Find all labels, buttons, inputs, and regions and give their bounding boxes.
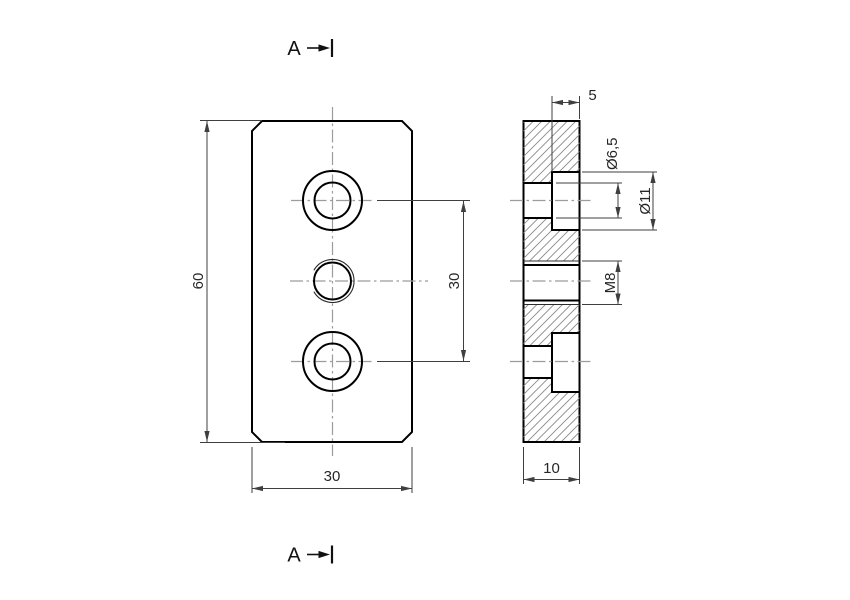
dimension-through-hole-dia: Ø6,5 (556, 137, 622, 219)
dimension-text-counterbore-depth: 5 (588, 87, 596, 104)
dimension-text-thickness: 10 (543, 460, 560, 477)
bottom-counterbore-pocket (551, 332, 581, 393)
hatch-area (523, 304, 580, 346)
top-counterbore-hole (302, 170, 363, 231)
side-section-view: 5 10 Ø6,5 Ø11 M8 (510, 87, 657, 484)
dimension-hole-spacing: 30 (377, 200, 470, 362)
section-marker-bottom: A (287, 545, 334, 567)
bottom-counterbore-hole (302, 331, 363, 392)
thread-arc (313, 258, 355, 304)
dimension-text-hole-spacing: 30 (446, 273, 463, 290)
through-hole-circle (313, 181, 352, 220)
hatch-area (523, 218, 580, 261)
dimension-width: 30 (251, 447, 413, 493)
dimension-counterbore-dia: Ø11 (582, 171, 657, 231)
m8-hole (522, 264, 581, 302)
section-arrow-icon (318, 44, 330, 52)
dimension-counterbore-depth: 5 (551, 87, 597, 172)
dimension-thread: M8 (582, 260, 622, 305)
through-hole-circle (313, 342, 352, 381)
section-marker-top: A (287, 38, 334, 60)
counterbore-circle (302, 331, 363, 392)
dimension-text-counterbore-dia: Ø11 (637, 187, 654, 214)
dimension-text-thread: M8 (602, 273, 619, 294)
middle-threaded-hole (313, 258, 355, 304)
section-letter-bottom: A (287, 545, 301, 567)
tap-drill-circle (313, 261, 352, 301)
section-letter-top: A (287, 38, 301, 60)
hatch-area (523, 378, 580, 441)
dimension-thickness: 10 (523, 447, 580, 484)
dimension-text-height: 60 (190, 273, 207, 290)
dimension-text-through-hole-dia: Ø6,5 (604, 137, 621, 170)
counterbore-circle (302, 170, 363, 231)
section-arrow-icon (318, 550, 330, 559)
dimension-height: 60 (190, 120, 285, 443)
front-view: 60 30 30 (190, 107, 470, 493)
dimension-text-width: 30 (324, 468, 341, 485)
